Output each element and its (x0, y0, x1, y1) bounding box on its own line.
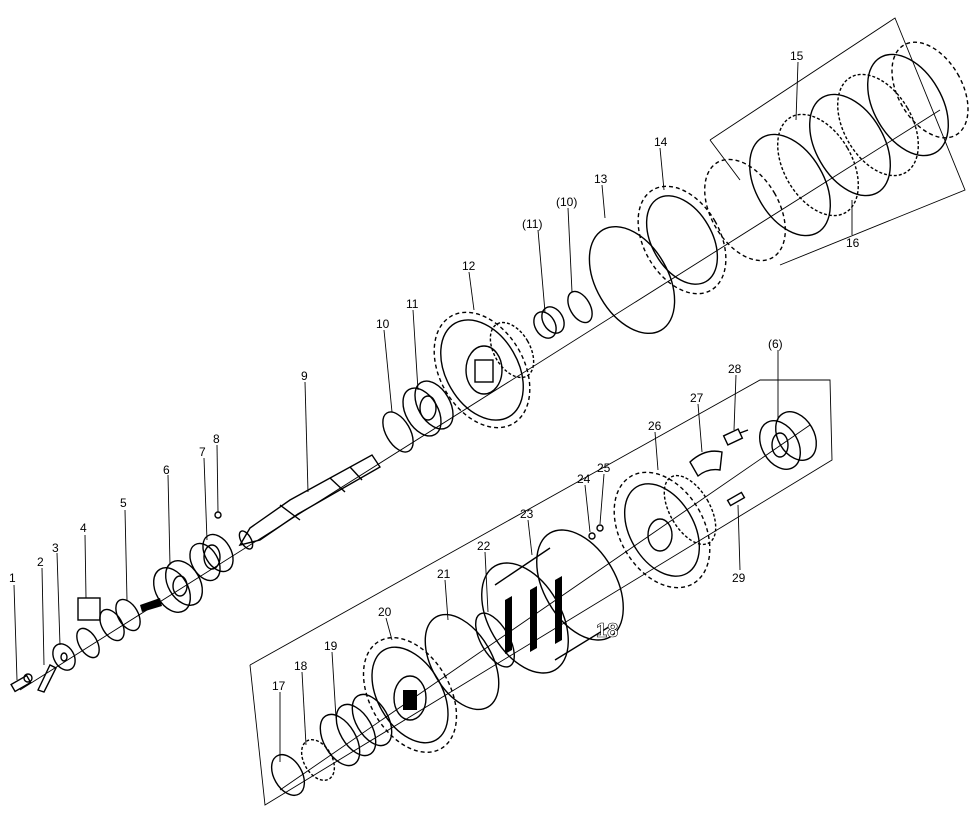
part-3-washer (52, 643, 76, 671)
part-29-pin (726, 491, 746, 507)
callout-29: 29 (732, 571, 746, 585)
callout-9: 9 (301, 369, 308, 383)
part-23-clutch-drum (481, 529, 624, 674)
callout-14: 14 (654, 135, 668, 149)
part-5-collar (99, 598, 162, 642)
callout-23: 23 (520, 507, 534, 521)
part-20-piston-gear (362, 637, 458, 753)
callout-2: 2 (37, 555, 44, 569)
callout-21: 21 (437, 567, 451, 581)
watermark-text: 18 (596, 620, 618, 642)
callout-19: 19 (324, 639, 338, 653)
lower-shaft-axis (279, 424, 811, 791)
lower-assembly-frame (249, 379, 833, 806)
callout-7: 7 (199, 445, 206, 459)
callout-13: 13 (594, 172, 608, 186)
part-10-snap-ring (382, 411, 414, 453)
callout-18: 18 (294, 659, 308, 673)
callout-12: 12 (462, 259, 476, 273)
callout-1: 1 (9, 571, 16, 585)
part-17-snap-ring (270, 754, 306, 796)
callout-6: 6 (163, 463, 170, 477)
part-18-spring (300, 739, 336, 781)
part-27-half-washer (689, 450, 723, 478)
part-14-hub-gear (637, 185, 727, 295)
part-4-ring (76, 597, 101, 659)
callout-11: 11 (406, 297, 419, 311)
leader-lines (13, 61, 853, 762)
part-7-needle-bearing (189, 533, 234, 582)
callout-25: 25 (597, 461, 611, 475)
part-8-ball (214, 511, 222, 519)
callout-17: 17 (272, 679, 286, 693)
upper-shaft-axis (19, 109, 941, 691)
part-11b-bearing (533, 306, 565, 339)
callout-6b: (6) (768, 337, 783, 351)
callout-labels: 1 2 3 4 5 6 7 8 9 10 11 12 (11) (10) 13 … (9, 49, 860, 693)
part-6-bearing (152, 560, 204, 613)
callout-5: 5 (120, 496, 127, 510)
callout-27: 27 (690, 391, 704, 405)
callout-26: 26 (648, 419, 662, 433)
callout-4: 4 (80, 521, 87, 535)
part-11-bearing (402, 380, 454, 437)
part-25-ball (596, 524, 604, 532)
callout-24: 24 (577, 472, 591, 486)
part-2-lock-plate (37, 664, 57, 693)
callout-10: 10 (376, 317, 390, 331)
callout-28: 28 (728, 362, 742, 376)
callout-15: 15 (790, 49, 804, 63)
upper-assembly-frame (709, 17, 966, 266)
callout-8: 8 (213, 432, 220, 446)
part-1-bolt (10, 673, 33, 693)
part-28-bolt (722, 428, 749, 446)
callout-22: 22 (477, 539, 491, 553)
part-26-gear-hub (613, 471, 717, 589)
part-12-gear (433, 311, 535, 429)
callout-16: 16 (846, 236, 860, 250)
part-13-snap-ring (588, 225, 676, 335)
callout-3: 3 (52, 541, 59, 555)
part-19-spring-pack (319, 693, 393, 767)
callout-11b: (11) (522, 217, 542, 231)
callout-20: 20 (378, 605, 392, 619)
callout-10b: (10) (556, 195, 577, 209)
part-24-ball (588, 532, 596, 540)
part-6b-bearing (759, 411, 817, 470)
part-21-seal-ring (424, 613, 500, 711)
part-9-main-shaft (238, 454, 381, 550)
part-15-16-clutch-plates (704, 41, 969, 262)
part-10b-ring (567, 290, 593, 324)
